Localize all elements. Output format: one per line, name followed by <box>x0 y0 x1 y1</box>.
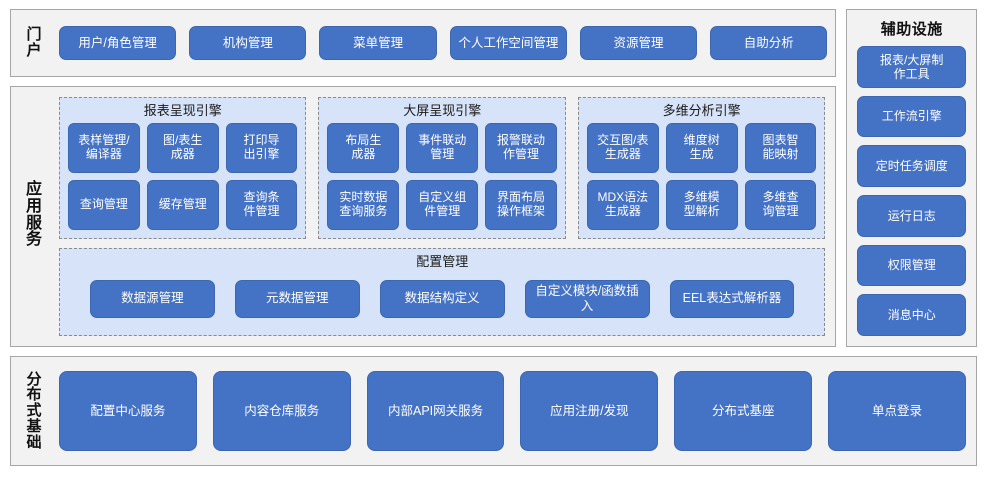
config-management-group: 配置管理 数据源管理 元数据管理 数据结构定义 自定义模块/函数插入 EEL表达… <box>59 248 826 336</box>
tile-report-print-export-engine[interactable]: 打印导 出引擎 <box>225 123 298 174</box>
portal-button-workspace[interactable]: 个人工作空间管理 <box>449 26 567 60</box>
tile-report-template-editor[interactable]: 表样管理/ 编译器 <box>68 123 140 174</box>
portal-button-self-analysis[interactable]: 自助分析 <box>710 26 828 60</box>
aux-button-scheduled-task[interactable]: 定时任务调度 <box>857 145 966 188</box>
config-management-title: 配置管理 <box>416 254 469 269</box>
tile-bigscreen-layout-framework[interactable]: 界面布局 操作框架 <box>485 180 557 230</box>
tile-bigscreen-realtime-query[interactable]: 实时数据 查询服务 <box>327 180 400 230</box>
tile-bigscreen-layout-generator[interactable]: 布局生 成器 <box>327 123 400 174</box>
aux-button-workflow-engine[interactable]: 工作流引擎 <box>857 95 966 138</box>
engine-group-report-title: 报表呈现引擎 <box>143 103 222 118</box>
portal-panel: 门户 用户/角色管理 机构管理 菜单管理 个人工作空间管理 资源管理 自助分析 <box>10 9 837 77</box>
tile-report-query-management[interactable]: 查询管理 <box>68 180 140 230</box>
engine-group-olap-title: 多维分析引擎 <box>662 103 741 118</box>
tile-olap-chart-smart-mapping[interactable]: 图表智 能映射 <box>744 123 817 174</box>
tile-bigscreen-event-linkage[interactable]: 事件联动 管理 <box>406 123 479 174</box>
auxiliary-facilities-title: 辅助设施 <box>880 21 943 38</box>
config-button-datasource[interactable]: 数据源管理 <box>90 279 215 318</box>
tile-olap-dimension-tree[interactable]: 维度树 生成 <box>665 123 738 174</box>
application-services-body: 报表呈现引擎 表样管理/ 编译器 图/表生 成器 打印导 出引擎 查询管理 缓存… <box>57 95 826 336</box>
aux-button-message-center[interactable]: 消息中心 <box>857 294 966 337</box>
base-button-sso[interactable]: 单点登录 <box>828 371 966 451</box>
tile-olap-query-management[interactable]: 多维查 询管理 <box>744 180 817 230</box>
upper-left-column: 门户 用户/角色管理 机构管理 菜单管理 个人工作空间管理 资源管理 自助分析 … <box>10 9 837 347</box>
distributed-base-row: 配置中心服务 内容仓库服务 内部API网关服务 应用注册/发现 分布式基座 单点… <box>57 365 966 457</box>
auxiliary-facilities-panel: 辅助设施 报表/大屏制 作工具 工作流引擎 定时任务调度 运行日志 权限管理 消… <box>846 9 977 347</box>
tile-report-cache-management[interactable]: 缓存管理 <box>146 180 219 230</box>
application-services-label: 应用服务 <box>26 180 43 249</box>
tile-olap-interactive-chart-generator[interactable]: 交互图/表 生成器 <box>586 123 659 174</box>
config-button-custom-module[interactable]: 自定义模块/函数插入 <box>524 279 650 318</box>
base-button-distributed-foundation[interactable]: 分布式基座 <box>674 371 813 451</box>
tile-olap-model-parser[interactable]: 多维模 型解析 <box>665 180 738 230</box>
aux-button-runtime-log[interactable]: 运行日志 <box>857 195 966 237</box>
config-button-data-structure[interactable]: 数据结构定义 <box>379 279 505 318</box>
portal-button-resource[interactable]: 资源管理 <box>579 26 698 60</box>
engine-group-bigscreen-title: 大屏呈现引擎 <box>403 103 482 118</box>
base-button-app-registry[interactable]: 应用注册/发现 <box>520 371 659 451</box>
auxiliary-facilities-list: 报表/大屏制 作工具 工作流引擎 定时任务调度 运行日志 权限管理 消息中心 <box>857 46 966 338</box>
engine-group-report-tiles: 表样管理/ 编译器 图/表生 成器 打印导 出引擎 查询管理 缓存管理 查询条 … <box>68 123 298 230</box>
tile-report-chart-generator[interactable]: 图/表生 成器 <box>146 123 219 174</box>
engine-group-olap: 多维分析引擎 交互图/表 生成器 维度树 生成 图表智 能映射 MDX语法 生成… <box>577 97 826 239</box>
aux-button-report-bigscreen-tool[interactable]: 报表/大屏制 作工具 <box>857 46 966 88</box>
tile-bigscreen-alarm-action[interactable]: 报警联动 作管理 <box>485 123 557 174</box>
base-button-config-center[interactable]: 配置中心服务 <box>59 371 197 451</box>
engine-group-olap-tiles: 交互图/表 生成器 维度树 生成 图表智 能映射 MDX语法 生成器 多维模 型… <box>586 123 817 230</box>
config-button-metadata[interactable]: 元数据管理 <box>234 279 360 318</box>
distributed-base-panel: 分布式基础 配置中心服务 内容仓库服务 内部API网关服务 应用注册/发现 分布… <box>10 356 977 466</box>
portal-row-label: 门户 <box>26 26 42 59</box>
base-button-content-repository[interactable]: 内容仓库服务 <box>212 371 351 451</box>
portal-button-menu[interactable]: 菜单管理 <box>319 26 437 60</box>
engine-group-bigscreen-tiles: 布局生 成器 事件联动 管理 报警联动 作管理 实时数据 查询服务 自定义组 件… <box>327 123 557 230</box>
portal-button-row: 用户/角色管理 机构管理 菜单管理 个人工作空间管理 资源管理 自助分析 <box>57 26 828 60</box>
tile-report-query-condition-management[interactable]: 查询条 件管理 <box>225 180 298 230</box>
portal-button-org[interactable]: 机构管理 <box>189 26 307 60</box>
engine-group-report: 报表呈现引擎 表样管理/ 编译器 图/表生 成器 打印导 出引擎 查询管理 缓存… <box>59 97 307 239</box>
tile-olap-mdx-generator[interactable]: MDX语法 生成器 <box>586 180 659 230</box>
engines-row: 报表呈现引擎 表样管理/ 编译器 图/表生 成器 打印导 出引擎 查询管理 缓存… <box>59 97 826 239</box>
tile-bigscreen-custom-component[interactable]: 自定义组 件管理 <box>406 180 479 230</box>
distributed-base-label: 分布式基础 <box>26 370 42 451</box>
upper-region: 门户 用户/角色管理 机构管理 菜单管理 个人工作空间管理 资源管理 自助分析 … <box>10 9 977 347</box>
engine-group-bigscreen: 大屏呈现引擎 布局生 成器 事件联动 管理 报警联动 作管理 实时数据 查询服务… <box>318 97 566 239</box>
portal-button-user-role[interactable]: 用户/角色管理 <box>59 26 177 60</box>
config-button-eel-parser[interactable]: EEL表达式解析器 <box>669 279 795 318</box>
application-services-panel: 应用服务 报表呈现引擎 表样管理/ 编译器 图/表生 成器 打印导 出引擎 查询… <box>10 86 837 347</box>
config-management-buttons: 数据源管理 元数据管理 数据结构定义 自定义模块/函数插入 EEL表达式解析器 <box>68 274 816 327</box>
aux-button-permission-management[interactable]: 权限管理 <box>857 244 966 287</box>
base-button-api-gateway[interactable]: 内部API网关服务 <box>366 371 505 451</box>
